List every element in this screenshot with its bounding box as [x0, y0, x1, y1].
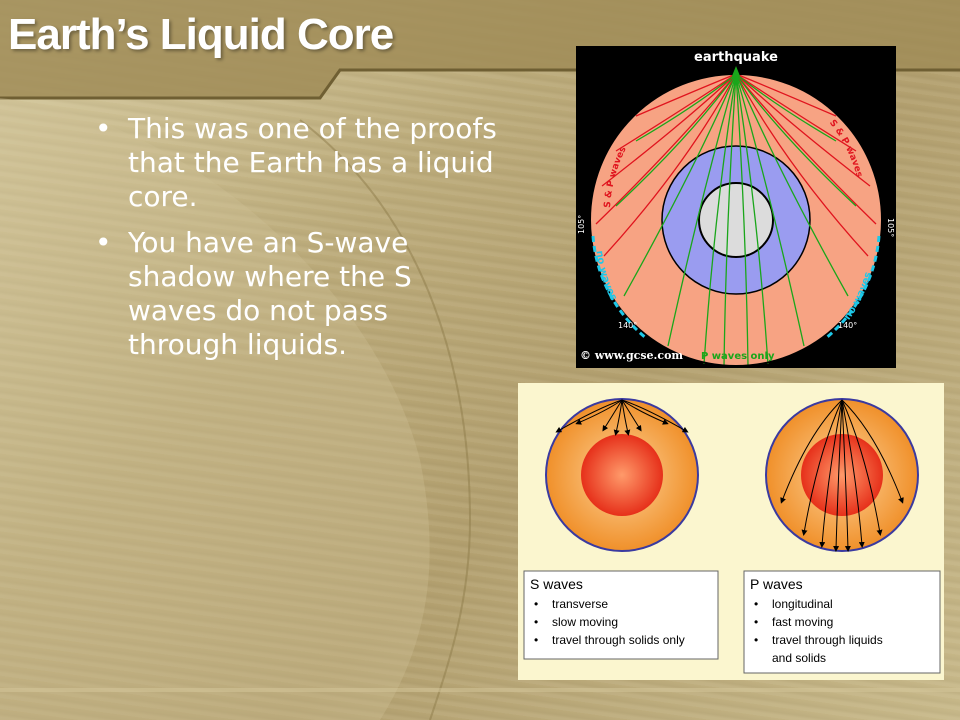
p-waves-only-label: P waves only: [701, 351, 775, 362]
earthquake-wave-diagram: earthquake S & P waves S & P waves 105° …: [576, 46, 896, 368]
bullet-list: • This was one of the proofs that the Ear…: [95, 112, 505, 374]
s-p-wave-comparison-diagram: S waves • transverse • slow moving • tra…: [518, 383, 944, 680]
earthquake-label: earthquake: [694, 50, 778, 65]
s-item-2: slow moving: [552, 615, 618, 629]
bullet-item-2: • You have an S-wave shadow where the S w…: [95, 226, 505, 362]
copyright-label: © www.gcse.com: [580, 349, 683, 362]
svg-text:•: •: [754, 615, 758, 629]
svg-text:•: •: [534, 633, 538, 647]
deg-140-left: 140°: [618, 321, 637, 330]
deg-140-right: 140°: [838, 321, 857, 330]
s-waves-box: [523, 570, 719, 660]
p-item-1: longitudinal: [772, 597, 833, 611]
bullet-dot-icon: •: [95, 226, 112, 259]
p-waves-box: [743, 570, 941, 674]
svg-text:•: •: [534, 597, 538, 611]
p-item-4: and solids: [772, 651, 826, 665]
svg-text:•: •: [754, 597, 758, 611]
p-wave-arrows: [780, 399, 904, 552]
svg-text:•: •: [534, 615, 538, 629]
s-wave-paths: [595, 73, 877, 257]
bullet-item-1: • This was one of the proofs that the Ear…: [95, 112, 505, 214]
svg-text:•: •: [754, 633, 758, 647]
p-item-2: fast moving: [772, 615, 833, 629]
p-wave-core: [801, 434, 883, 516]
s-wave-core: [581, 434, 663, 516]
epicenter-marker-icon: [732, 66, 740, 76]
deg-105-left: 105°: [577, 215, 586, 234]
p-item-3: travel through liquids: [772, 633, 883, 647]
shadow-zone-dashes: [591, 235, 881, 340]
bullet-text-1: This was one of the proofs that the Eart…: [128, 112, 497, 213]
p-wave-paths: [615, 73, 857, 367]
p-waves-box-title: P waves: [750, 576, 803, 592]
bullet-text-2: You have an S-wave shadow where the S wa…: [128, 226, 412, 361]
s-wave-arrows: [555, 399, 689, 436]
s-item-1: transverse: [552, 597, 608, 611]
bullet-dot-icon: •: [95, 112, 112, 145]
deg-105-right: 105°: [886, 218, 895, 237]
s-item-3: travel through solids only: [552, 633, 685, 647]
slide-title: Earth’s Liquid Core: [8, 10, 394, 59]
inner-core-circle: [698, 182, 774, 258]
s-waves-box-title: S waves: [530, 576, 583, 592]
